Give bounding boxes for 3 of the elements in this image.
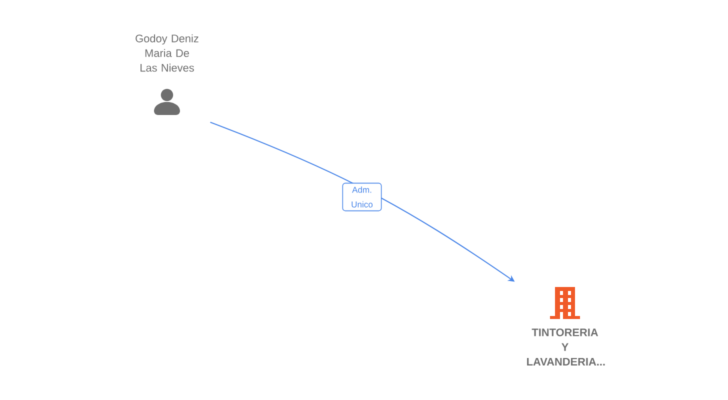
company-name: TINTORERIA Y LAVANDERIA... — [527, 328, 605, 366]
person-name: Godoy Deniz Maria De Las Nieves — [136, 34, 198, 72]
edge-label: Adm. Unico — [342, 182, 382, 212]
